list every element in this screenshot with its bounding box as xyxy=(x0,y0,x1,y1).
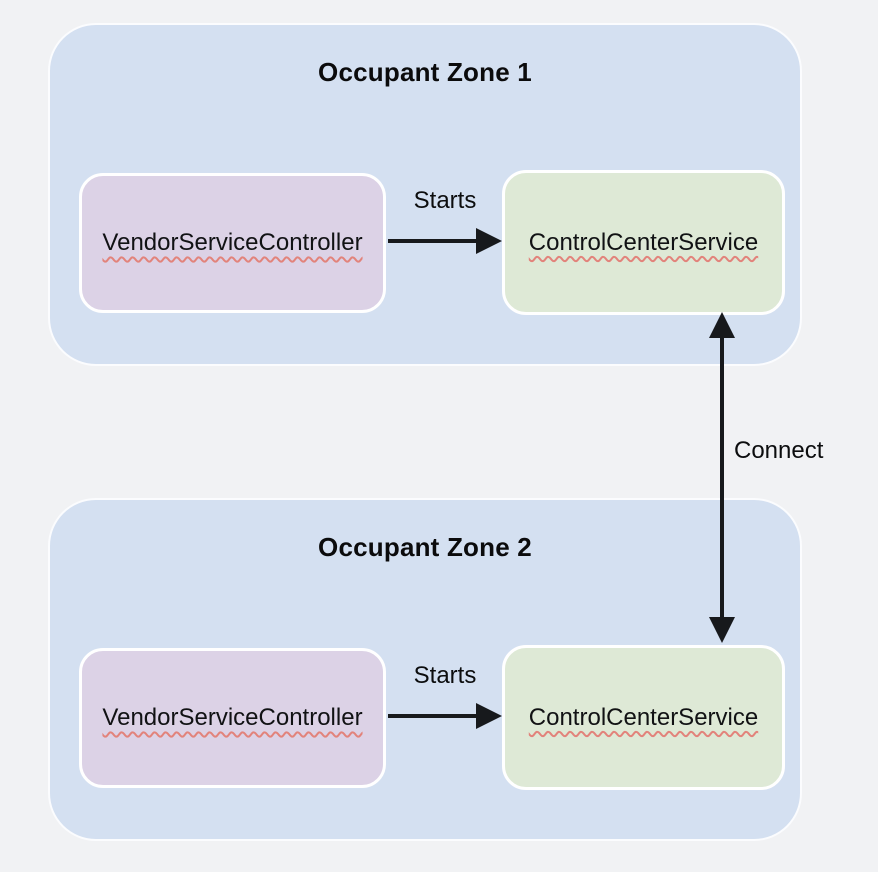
connect-arrow-head-down xyxy=(709,617,735,643)
zone-1-control-center-service-node: ControlCenterService xyxy=(502,170,785,315)
zone-2-starts-arrow-head xyxy=(476,703,502,729)
zone-1-control-node-label: ControlCenterService xyxy=(528,228,759,256)
zone-1-title: Occupant Zone 1 xyxy=(318,57,532,87)
zone-2-starts-arrow-line xyxy=(388,714,476,718)
zone-2-control-node-label: ControlCenterService xyxy=(528,703,759,731)
zone-1-vendor-service-controller-node: VendorServiceController xyxy=(79,173,386,313)
zone-2-title: Occupant Zone 2 xyxy=(318,532,532,562)
zone-1-starts-edge-label: Starts xyxy=(413,187,477,214)
occupant-zone-1: Occupant Zone 1 VendorServiceController … xyxy=(48,23,802,366)
zone-1-vendor-node-label: VendorServiceController xyxy=(102,229,363,256)
zone-1-starts-arrow-head xyxy=(476,228,502,254)
zone-2-vendor-service-controller-node: VendorServiceController xyxy=(79,648,386,788)
zone-2-starts-edge-label: Starts xyxy=(413,662,477,689)
zone-2-vendor-node-label: VendorServiceController xyxy=(102,704,363,731)
connect-arrow-head-up xyxy=(709,312,735,338)
connect-edge-label: Connect xyxy=(734,437,824,464)
zone-2-control-center-service-node: ControlCenterService xyxy=(502,645,785,790)
connect-arrow-line xyxy=(720,337,724,617)
zone-1-starts-arrow-line xyxy=(388,239,476,243)
occupant-zone-2: Occupant Zone 2 VendorServiceController … xyxy=(48,498,802,841)
